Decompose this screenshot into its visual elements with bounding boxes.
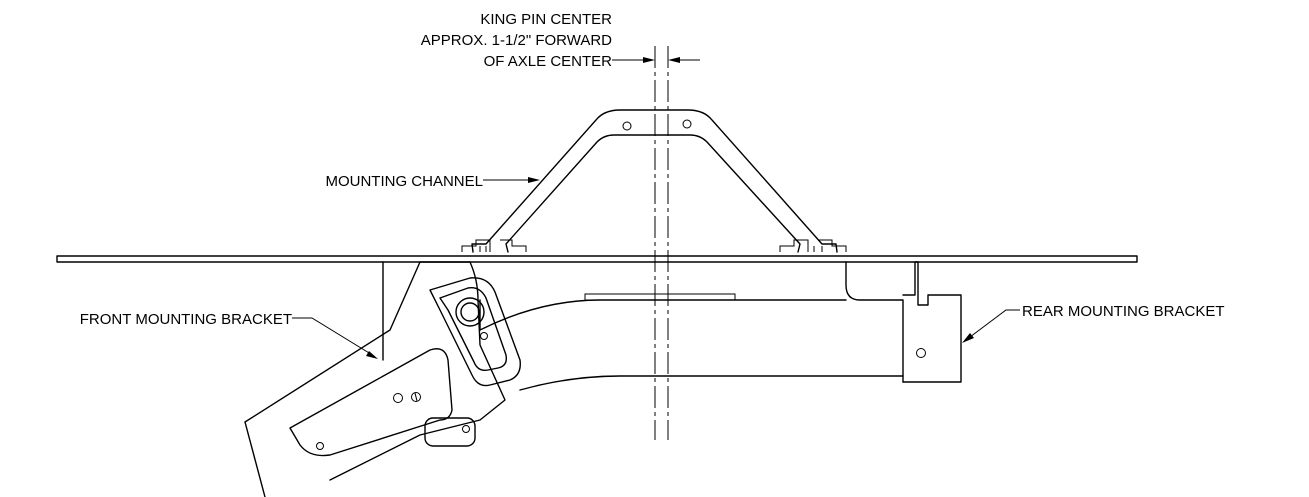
pivot-outer [455, 297, 485, 327]
top-plate [56, 255, 1138, 263]
label-mounting-channel: MOUNTING CHANNEL [325, 173, 483, 190]
mounting-channel [461, 109, 847, 253]
label-front-mounting-bracket: FRONT MOUNTING BRACKET [80, 311, 292, 328]
label-king-pin-line1: KING PIN CENTER [480, 11, 612, 28]
bracket-hole-2 [393, 393, 403, 403]
channel-hole-left [622, 121, 632, 131]
rear-bracket-hole [916, 348, 926, 358]
center-lines [612, 46, 700, 440]
bracket-hole-3 [411, 392, 421, 402]
rear-mounting-bracket [902, 261, 962, 383]
bracket-hole-4 [316, 442, 324, 450]
label-king-pin-line3: OF AXLE CENTER [484, 53, 613, 70]
bracket-hole-5 [462, 425, 470, 433]
bracket-hole-1 [480, 332, 488, 340]
label-rear-mounting-bracket: REAR MOUNTING BRACKET [1022, 303, 1225, 320]
label-king-pin-line2: APPROX. 1-1/2" FORWARD [421, 32, 612, 49]
leader-front-bracket [292, 317, 378, 359]
channel-hole-right [682, 119, 692, 129]
pivot-inner [460, 302, 480, 322]
leader-rear-bracket [962, 309, 1020, 343]
leader-mounting-channel [483, 177, 540, 183]
front-mounting-bracket [244, 261, 521, 497]
